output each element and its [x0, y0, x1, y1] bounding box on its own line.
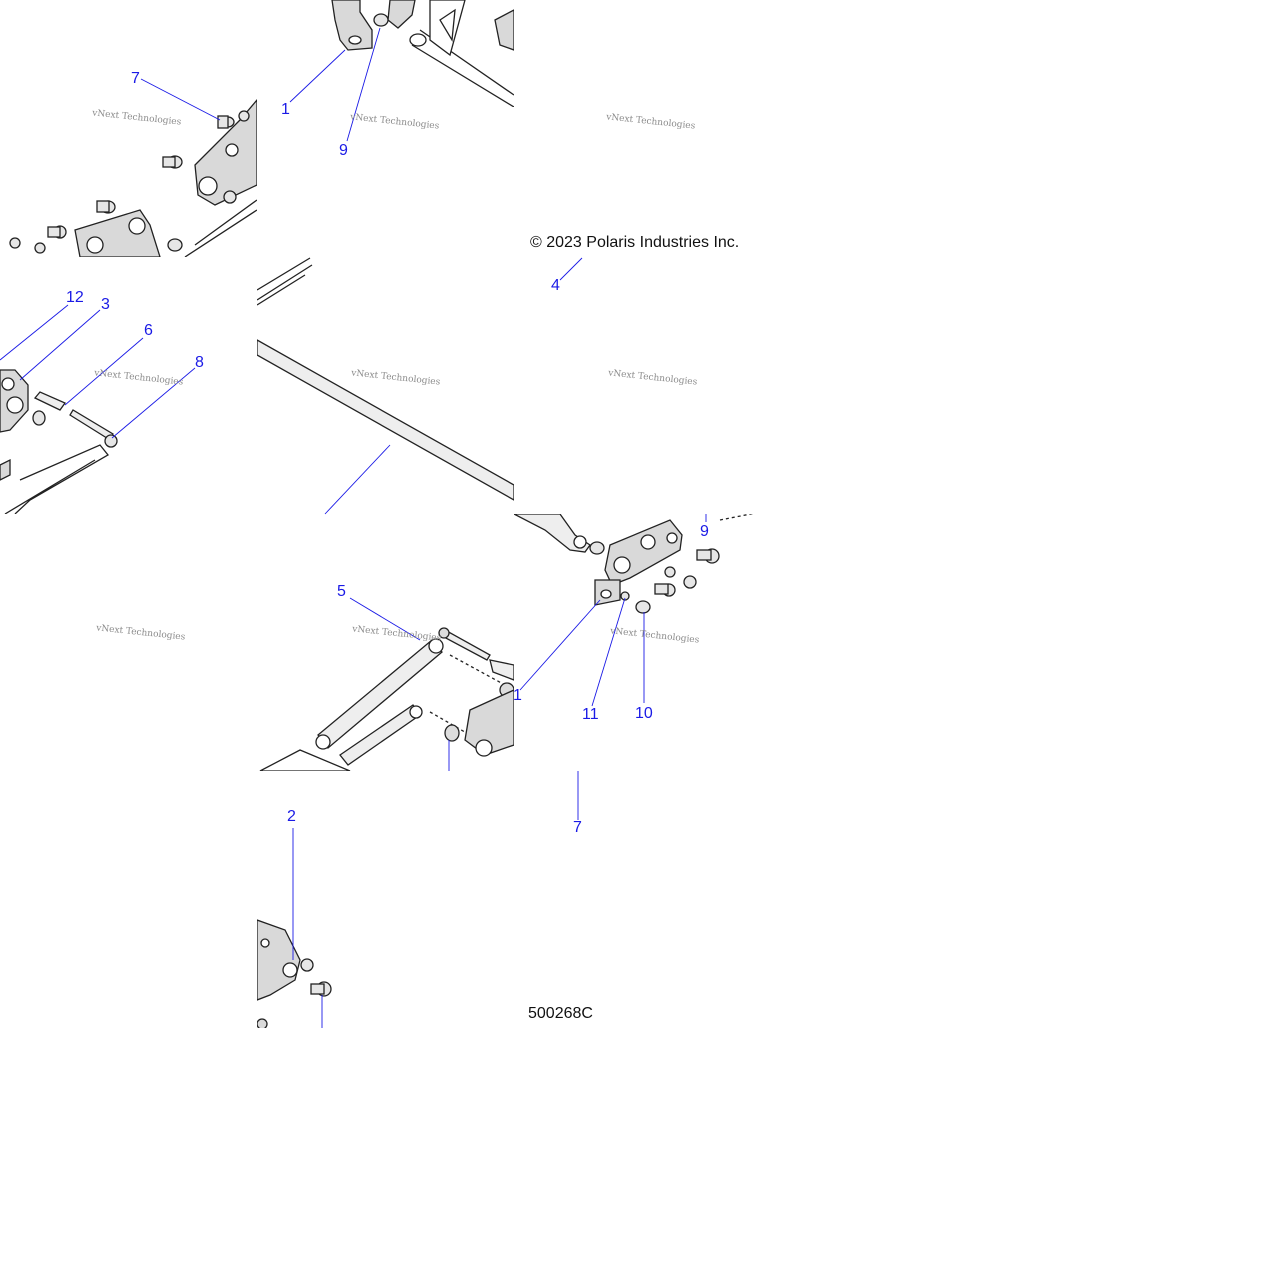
copyright-notice: © 2023 Polaris Industries Inc. [530, 234, 740, 251]
callout-label: 1 [281, 101, 290, 118]
tile-bracket-right [514, 514, 754, 614]
callout-label: 1 [513, 687, 522, 704]
callout-label: 5 [337, 583, 346, 600]
callout-label: 9 [339, 142, 348, 159]
tile-links-center [259, 627, 514, 771]
callout-label: 7 [131, 70, 140, 87]
tile-bracket-bottom [257, 919, 332, 1028]
tile-bracket-left [9, 98, 257, 257]
callout-label: 11 [582, 706, 599, 723]
tile-top-bracket [331, 0, 514, 107]
callout-label: 6 [144, 322, 153, 339]
callout-label: 7 [573, 819, 582, 836]
callout-label: 10 [635, 705, 653, 722]
leader-lines [0, 27, 707, 1028]
tile-axle-center [257, 257, 514, 501]
callout-label: 4 [551, 277, 560, 294]
callout-label: 3 [101, 296, 110, 313]
callout-label: 12 [66, 289, 84, 306]
drawing-number: 500268C [528, 1005, 593, 1022]
callout-label: 2 [287, 808, 296, 825]
tile-axle-left [0, 369, 118, 514]
callout-label: 8 [195, 354, 204, 371]
callout-label: 9 [700, 523, 709, 540]
